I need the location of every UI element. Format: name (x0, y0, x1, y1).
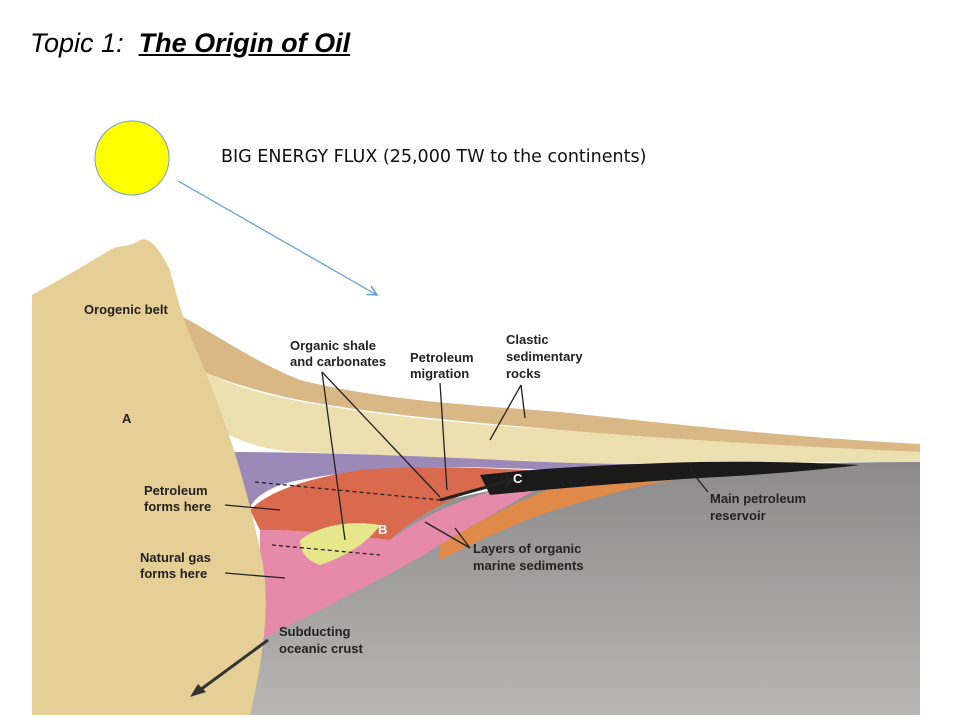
orogenic-belt-mountain (32, 239, 266, 715)
petroleum-window-line (254, 481, 441, 501)
leader-petroleum-forms (224, 504, 281, 511)
pink-layer (260, 475, 560, 640)
leader-clastic-a (489, 384, 522, 441)
label-main-reservoir-2: reservoir (710, 508, 766, 523)
leader-clastic-b (520, 384, 526, 419)
energy-flux-arrow (177, 180, 377, 295)
migration-arrow (439, 480, 506, 502)
leader-shale-b (321, 371, 441, 498)
label-clastic-2: sedimentary (506, 349, 583, 364)
label-layers-organic-1: Layers of organic (473, 541, 581, 556)
label-orogenic-belt: Orogenic belt (84, 302, 168, 317)
red-layer (250, 467, 530, 540)
migration-arrow-head (505, 476, 515, 488)
label-layers-organic-2: marine sediments (473, 558, 584, 573)
gas-lens (300, 523, 380, 565)
leader-lines (224, 371, 709, 579)
label-letter-c: C (513, 471, 523, 486)
label-petroleum-migration-1: Petroleum (410, 350, 474, 365)
topic-prefix: Topic 1: (30, 28, 124, 58)
label-letter-a: A (122, 411, 132, 426)
label-natural-gas-1: Natural gas (140, 550, 211, 565)
label-petroleum-forms-2: forms here (144, 499, 211, 514)
clastic-layer (200, 370, 920, 466)
energy-flux-label: BIG ENERGY FLUX (25,000 TW to the contin… (221, 147, 647, 167)
purple-layer (230, 452, 700, 510)
label-organic-shale-2: and carbonates (290, 354, 386, 369)
subduction-arrow-head (190, 684, 206, 697)
orange-layer (440, 472, 720, 560)
leader-shale-a (321, 371, 346, 541)
leader-layers-a (424, 521, 471, 549)
label-letter-b: B (378, 522, 387, 537)
leader-reservoir (689, 469, 709, 493)
label-clastic-3: rocks (506, 366, 541, 381)
leader-natural-gas (224, 572, 286, 579)
label-petroleum-migration-2: migration (410, 366, 469, 381)
slide-title: Topic 1: The Origin of Oil (30, 28, 350, 59)
label-subducting-1: Subducting (279, 624, 351, 639)
sun-icon (94, 120, 170, 196)
label-petroleum-forms-1: Petroleum (144, 483, 208, 498)
upper-sediment-layer (170, 310, 920, 452)
label-clastic-1: Clastic (506, 332, 549, 347)
subduction-arrow (199, 638, 269, 692)
main-petroleum-reservoir (480, 461, 860, 495)
leader-layers-b (454, 527, 471, 549)
leader-migration (439, 382, 448, 491)
topic-name: The Origin of Oil (138, 28, 351, 58)
label-subducting-2: oceanic crust (279, 641, 363, 656)
label-main-reservoir-1: Main petroleum (710, 491, 806, 506)
label-natural-gas-2: forms here (140, 566, 207, 581)
label-organic-shale-1: Organic shale (290, 338, 376, 353)
